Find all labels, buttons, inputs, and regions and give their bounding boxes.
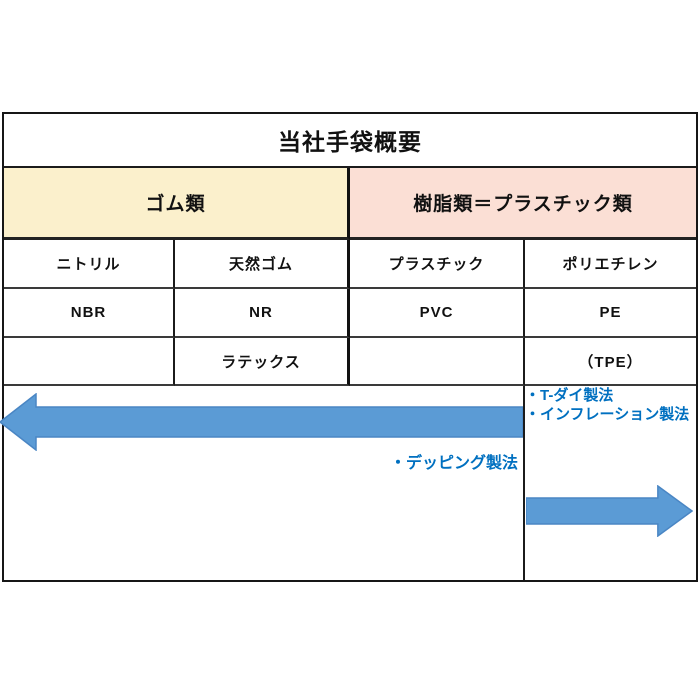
- table-cell: NR: [175, 289, 350, 338]
- film-method-labels: ・T-ダイ製法 ・インフレーション製法: [525, 386, 696, 424]
- inflation-method-label: ・インフレーション製法: [525, 406, 690, 423]
- table-cell: [4, 338, 175, 386]
- table-cell: PVC: [350, 289, 525, 338]
- right-process-arrow-icon: [526, 485, 693, 537]
- table-cell: ポリエチレン: [525, 240, 696, 289]
- process-cell-rubber: ・デッピング製法: [0, 386, 525, 580]
- group-header-plastic: 樹脂類＝プラスチック類: [350, 168, 696, 240]
- group-header-rubber: ゴム類: [4, 168, 350, 240]
- table-cell: 天然ゴム: [175, 240, 350, 289]
- table-cell: [350, 338, 525, 386]
- table-cell: NBR: [4, 289, 175, 338]
- table-cell: ニトリル: [4, 240, 175, 289]
- process-cell-plastic: ・T-ダイ製法 ・インフレーション製法: [525, 386, 696, 580]
- right-arrow-shape: [526, 485, 693, 537]
- t-die-method-label: ・T-ダイ製法: [525, 387, 614, 404]
- table-cell: PE: [525, 289, 696, 338]
- left-process-arrow-icon: [0, 393, 523, 451]
- left-arrow-shape: [0, 393, 523, 451]
- glove-overview-table: 当社手袋概要 ゴム類 樹脂類＝プラスチック類 ニトリル 天然ゴム プラスチック …: [0, 112, 698, 582]
- table-cell: （TPE）: [525, 338, 696, 386]
- table-cell: プラスチック: [350, 240, 525, 289]
- table-title: 当社手袋概要: [4, 114, 696, 168]
- table-cell: ラテックス: [175, 338, 350, 386]
- dipping-method-label: ・デッピング製法: [389, 455, 518, 472]
